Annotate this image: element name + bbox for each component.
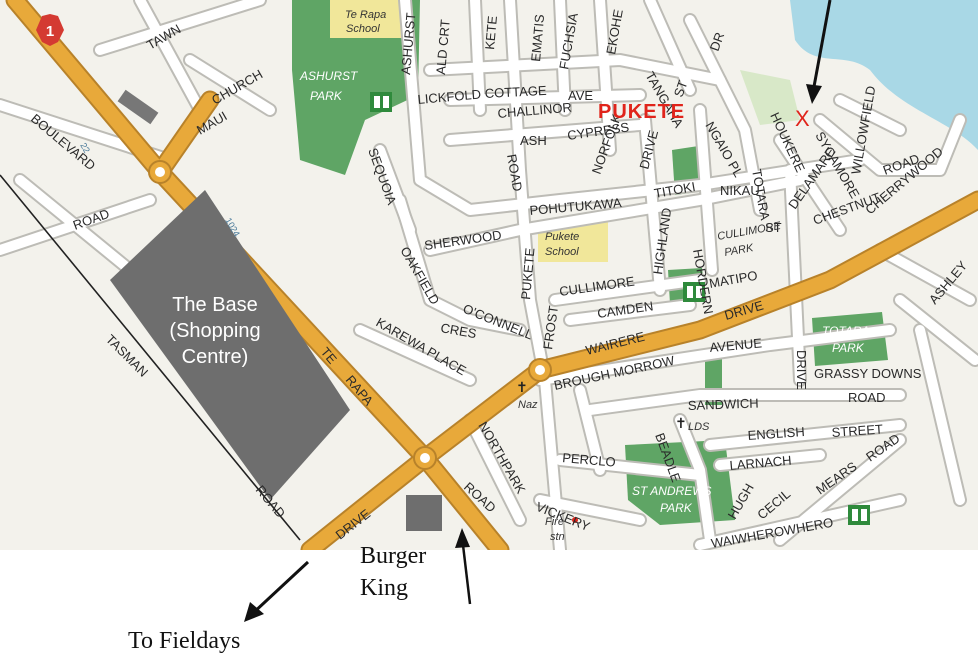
roundabout-south-island	[420, 453, 430, 463]
label-pukete-road: PUKETE	[518, 247, 538, 300]
label-22: 22	[78, 141, 92, 155]
label-cullimore-park-line2: PARK	[723, 242, 754, 259]
fire-station-icon	[572, 517, 578, 523]
label-pukete-school-line2: School	[545, 246, 579, 258]
reserve-area	[740, 70, 800, 125]
roundabout-east-island	[535, 365, 545, 375]
label-perclo: PERCLO	[562, 450, 617, 470]
destination-marker: X	[795, 106, 810, 131]
label-ashurst-park-line1: ASHURST	[299, 69, 359, 83]
label-ashurst-park-line2: PARK	[310, 89, 343, 103]
label-titoki: TITOKI	[653, 179, 697, 201]
label-totara-park-line1: TOTARA	[822, 324, 870, 338]
burger-king-block	[406, 495, 442, 531]
label-avenue: AVENUE	[709, 335, 763, 355]
label-road-mid: ROAD	[504, 153, 525, 193]
fieldays-arrow-icon	[244, 560, 310, 622]
burger-king-caption: Burger King	[360, 540, 426, 604]
label-english: ENGLISH	[747, 424, 805, 443]
the-base-label-line3: Centre)	[181, 346, 249, 368]
route-shield	[36, 14, 64, 46]
label-stn: stn	[550, 531, 565, 543]
label-ave: AVE	[568, 88, 593, 103]
suga-centre-building	[117, 89, 159, 125]
route-shield-number: 1	[46, 23, 54, 40]
label-st-top: ST	[671, 78, 691, 99]
label-cres: CRES	[439, 320, 477, 341]
street-map: 1 ✝ ✝ TAWN CHURCH MAUI BOULEVARD ROAD TA…	[0, 0, 978, 550]
label-drive-right: DRIVE	[794, 350, 809, 390]
the-base-shopping-centre	[110, 190, 350, 500]
ashurst-park-area	[292, 0, 420, 175]
label-st: ST	[765, 220, 782, 235]
label-naz: Naz	[518, 399, 538, 411]
label-grassy-downs: GRASSY DOWNS	[814, 366, 922, 381]
label-st-andrews-park-line1: ST ANDREWS	[632, 484, 712, 498]
park-icon-cullimore	[683, 282, 705, 302]
label-cottage: COTTAGE	[484, 83, 547, 101]
roundabout-north-island	[155, 167, 165, 177]
park-icon-ashurst	[370, 92, 392, 112]
label-dr-top: DR	[707, 30, 728, 53]
the-base-label: The Base (Shopping Centre)	[155, 292, 275, 370]
burger-king-caption-line1: Burger	[360, 543, 427, 569]
label-frost: FROST	[540, 305, 561, 351]
label-nikau: NIKAU	[720, 183, 760, 198]
label-ematis: EMATIS	[528, 13, 547, 62]
label-st-andrews-park-line2: PARK	[660, 501, 693, 515]
label-challinor: CHALLINOR	[497, 100, 572, 121]
label-ash: ASH	[520, 133, 547, 148]
label-sandwich: SANDWICH	[688, 396, 759, 413]
the-base-label-line2: (Shopping	[169, 320, 261, 342]
label-te-rapa-school-line1: Te Rapa	[345, 9, 386, 21]
church-icon-naz: ✝	[516, 380, 528, 396]
label-larnach: LARNACH	[729, 453, 792, 473]
te-rapa-school-area	[330, 0, 402, 38]
river	[790, 0, 978, 150]
fieldays-caption: To Fieldays	[128, 628, 241, 654]
label-fire: Fire	[545, 516, 564, 528]
church-icon-lds: ✝	[675, 416, 687, 432]
label-street: STREET	[831, 421, 883, 440]
label-te-rapa-school-line2: School	[346, 23, 380, 35]
highways	[5, 0, 978, 550]
marker-arrow-icon	[806, 0, 832, 104]
rail-line	[0, 174, 301, 541]
label-road-sandwich: ROAD	[848, 390, 886, 405]
label-totara-park-line2: PARK	[832, 341, 865, 355]
burger-king-caption-line2: King	[360, 575, 408, 601]
label-lds: LDS	[688, 421, 710, 433]
the-base-label-line1: The Base	[172, 294, 258, 316]
label-kete: KETE	[482, 15, 500, 50]
park-icon-southeast	[848, 505, 870, 525]
suburb-name: PUKETE	[598, 101, 685, 123]
label-lickfold: LICKFOLD	[417, 87, 482, 107]
minor-streets	[0, 0, 978, 550]
label-ashurst-st: ASHURST	[398, 12, 418, 75]
label-pukete-school-line1: Pukete	[545, 231, 579, 243]
label-ald-crt: ALD CRT	[433, 19, 453, 76]
